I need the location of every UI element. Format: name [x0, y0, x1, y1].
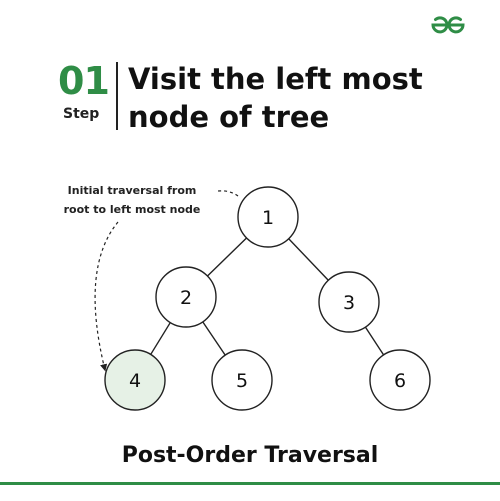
tree-edge-n1-n2 — [206, 237, 248, 277]
tree-node-4: 4 — [104, 349, 166, 411]
tree-node-circle — [155, 266, 217, 328]
tree-node-6: 6 — [369, 349, 431, 411]
tree-nodes: 1 2 3 4 5 6 — [104, 186, 431, 411]
step-heading-line-2: node of tree — [128, 100, 330, 134]
diagram-caption: Post-Order Traversal — [121, 443, 379, 468]
tree-node-label: 3 — [343, 292, 355, 314]
tree-edges — [150, 237, 385, 356]
bottom-accent-bar — [0, 482, 500, 485]
tree-edge-n3-n6 — [364, 326, 385, 356]
tree-edge-n1-n3 — [288, 238, 329, 281]
tree-edge-n2-n4 — [150, 322, 171, 355]
tree-node-circle — [104, 349, 166, 411]
tree-node-label: 6 — [394, 370, 406, 392]
step-number: 01 — [58, 59, 110, 103]
header-divider — [116, 62, 118, 130]
annotation-arrow — [94, 221, 119, 372]
step-label: Step — [63, 106, 100, 122]
tree-node-1: 1 — [237, 186, 299, 248]
tree-node-label: 2 — [180, 287, 192, 309]
tree-node-circle — [237, 186, 299, 248]
annotation-line-1: Initial traversal from — [68, 184, 197, 197]
annotation-line-2: root to left most node — [64, 203, 201, 216]
tree-edge-n2-n5 — [202, 321, 226, 356]
tree-node-5: 5 — [211, 349, 273, 411]
step-heading-line-1: Visit the left most — [128, 62, 423, 96]
tree-node-2: 2 — [155, 266, 217, 328]
step-heading: Visit the left most node of tree — [128, 60, 468, 136]
tree-node-3: 3 — [318, 271, 380, 333]
tree-node-label: 1 — [262, 207, 274, 229]
tree-node-circle — [211, 349, 273, 411]
tree-node-circle — [318, 271, 380, 333]
annotation-connector — [217, 190, 239, 197]
tree-node-label: 5 — [236, 370, 248, 392]
tree-node-circle — [369, 349, 431, 411]
tree-node-label: 4 — [129, 370, 141, 392]
geeksforgeeks-logo-icon — [431, 16, 465, 34]
